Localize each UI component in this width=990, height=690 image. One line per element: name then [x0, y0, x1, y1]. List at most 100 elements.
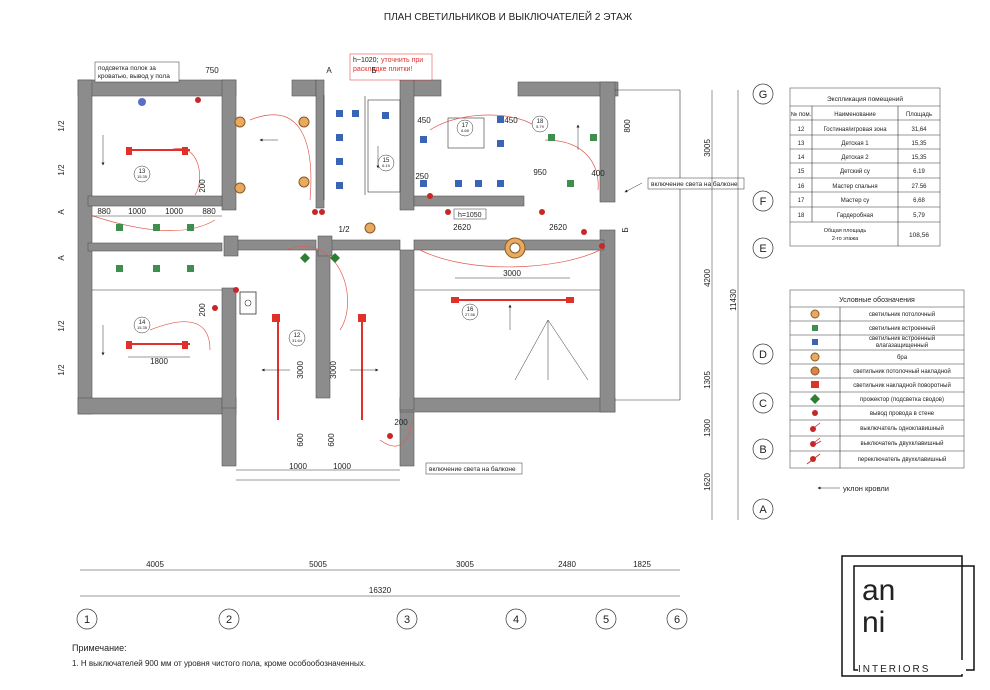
row-axes: G F E D C B A	[752, 83, 774, 520]
svg-text:№ пом.: № пом.	[791, 111, 812, 118]
room-18-label: 18 5.79	[531, 115, 549, 133]
svg-text:светильник потолочный: светильник потолочный	[869, 311, 935, 318]
surface-ceiling-light-icon	[810, 366, 820, 376]
svg-text:15,35: 15,35	[911, 155, 927, 161]
svg-text:880: 880	[202, 207, 216, 216]
interior-dimensions: 750 880 1000 1000 880 1800 3000 3000 300…	[57, 66, 632, 471]
svg-text:6.68: 6.68	[461, 128, 470, 133]
axis-A: A	[759, 504, 767, 516]
axis-G: G	[759, 89, 768, 101]
svg-text:800: 800	[623, 119, 632, 133]
svg-text:A: A	[57, 255, 66, 261]
tile-note-1: уточнить при	[381, 57, 423, 64]
svg-text:2480: 2480	[558, 560, 576, 569]
legend-title: Условные обозначения	[839, 296, 915, 304]
svg-text:17: 17	[462, 123, 469, 129]
svg-text:950: 950	[533, 168, 547, 177]
right-dimension-chain: 3005 4200 1305 1300 1620 11430	[703, 90, 739, 520]
svg-text:4005: 4005	[146, 560, 164, 569]
svg-text:600: 600	[327, 433, 336, 447]
svg-text:Наименование: Наименование	[834, 112, 876, 118]
svg-text:1000: 1000	[289, 462, 307, 471]
svg-text:светильник накладной поворотны: светильник накладной поворотный	[853, 382, 951, 389]
axis-5: 5	[603, 614, 609, 626]
svg-text:Мастер су: Мастер су	[841, 198, 869, 204]
double-passthrough-switch-icon	[806, 453, 821, 465]
svg-text:27.56: 27.56	[465, 312, 476, 317]
svg-text:13: 13	[798, 141, 805, 147]
svg-text:прожектор (подсветка сводов): прожектор (подсветка сводов)	[860, 397, 944, 403]
anni-interiors-logo: an ni INTERIORS	[841, 555, 975, 677]
svg-text:16320: 16320	[369, 586, 392, 595]
wiring	[89, 114, 601, 447]
balcony-switch-note-2: включение света на балконе	[429, 465, 516, 473]
svg-text:16: 16	[467, 307, 474, 313]
room-12-label: 12 31.64	[288, 329, 306, 347]
svg-text:1000: 1000	[333, 462, 351, 471]
projector-icon	[810, 394, 820, 404]
direction-arrows	[101, 124, 840, 490]
room-labels: 13 15.35 14 15.35 12 31.64 15 6.19 16 27…	[133, 115, 549, 347]
svg-text:200: 200	[198, 303, 207, 317]
column-axes: 1 2 3 4 5 6	[76, 608, 688, 630]
axis-2: 2	[226, 614, 232, 626]
h1050-note: h=1050	[458, 212, 482, 219]
svg-text:A: A	[326, 66, 332, 75]
axis-1: 1	[84, 614, 90, 626]
axis-F: F	[760, 196, 767, 208]
axis-6: 6	[674, 614, 680, 626]
svg-text:вывод провода в стене: вывод провода в стене	[870, 411, 935, 417]
axis-C: C	[759, 398, 767, 410]
svg-text:Б: Б	[371, 66, 376, 75]
legend-row: переключатель двухклавишный	[806, 453, 946, 465]
room-13-label: 13 15.35	[133, 165, 151, 183]
svg-text:600: 600	[296, 433, 305, 447]
svg-text:выключатель двухклавишный: выключатель двухклавишный	[861, 440, 944, 447]
svg-text:выключатель одноклавишный: выключатель одноклавишный	[860, 425, 944, 432]
room-outlines	[92, 89, 681, 481]
svg-text:6.19: 6.19	[382, 163, 391, 168]
room-16-label: 16 27.56	[461, 303, 479, 321]
svg-text:14: 14	[798, 155, 805, 161]
svg-text:светильник потолочный накладно: светильник потолочный накладной	[853, 368, 951, 375]
svg-text:1/2: 1/2	[57, 120, 66, 132]
svg-text:Гостиная/игровая зона: Гостиная/игровая зона	[823, 127, 887, 133]
legend-row: прожектор (подсветка сводов)	[790, 394, 964, 407]
svg-text:15.35: 15.35	[137, 325, 148, 330]
surface-swivel-light-icon	[811, 381, 819, 388]
svg-text:1825: 1825	[633, 560, 651, 569]
svg-text:Детская 1: Детская 1	[841, 141, 869, 147]
svg-text:27.56: 27.56	[911, 184, 927, 190]
shelf-light-note-2: кроватью, вывод у пола	[98, 73, 170, 80]
legend-row: светильник накладной поворотный	[790, 381, 964, 393]
svg-text:INTERIORS: INTERIORS	[858, 664, 930, 675]
svg-text:31,64: 31,64	[911, 127, 927, 133]
svg-text:5005: 5005	[309, 560, 327, 569]
svg-text:3000: 3000	[503, 269, 521, 278]
total-area-label-2: 2-го этажа	[832, 236, 859, 242]
svg-text:1620: 1620	[703, 473, 712, 491]
axis-D: D	[759, 349, 767, 361]
footnote-text: 1. Н выключателей 900 мм от уровня чисто…	[72, 659, 366, 668]
axis-E: E	[759, 243, 766, 255]
legend-row: светильник потолочный накладной	[790, 366, 964, 379]
svg-text:5,79: 5,79	[913, 213, 925, 219]
wall-outlet-icon	[812, 410, 818, 416]
explication-table: Экспликация помещений № пом. Наименовани…	[789, 87, 941, 247]
svg-text:12: 12	[294, 333, 301, 339]
legend-row: выключатель одноклавишный	[790, 422, 964, 437]
axis-3: 3	[404, 614, 410, 626]
fixtures	[116, 97, 605, 439]
svg-text:ni: ni	[862, 606, 885, 639]
svg-text:1/2: 1/2	[338, 225, 350, 234]
footnote-heading: Примечание:	[72, 643, 127, 653]
svg-text:14: 14	[139, 320, 146, 326]
height-note: h~1020;	[353, 57, 379, 64]
roof-slope-note: уклон кровли	[843, 484, 889, 493]
explication-title: Экспликация помещений	[827, 95, 903, 103]
svg-text:17: 17	[798, 198, 805, 204]
svg-text:Б: Б	[621, 227, 630, 232]
tile-note-2: раскладке плитки!	[353, 66, 412, 73]
